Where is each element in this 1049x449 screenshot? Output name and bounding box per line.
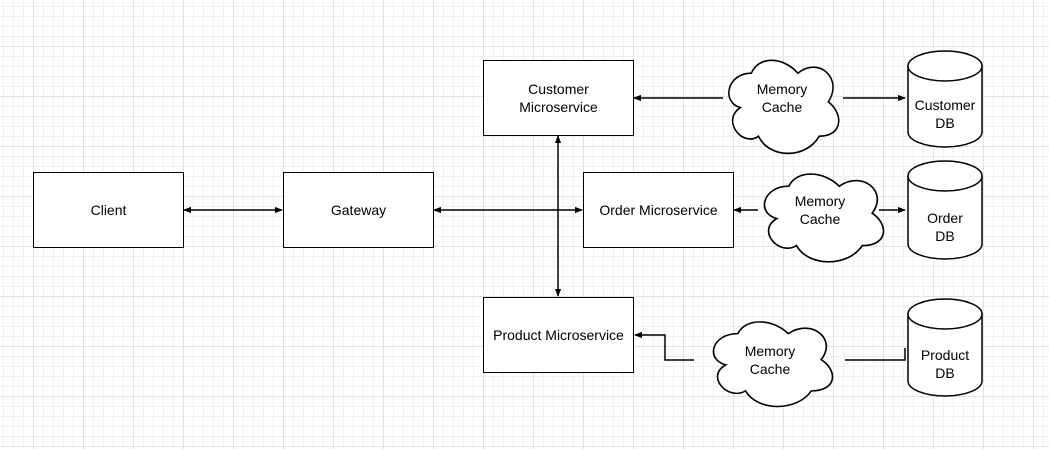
customer-service-label: Customer Microservice [519, 81, 598, 115]
order-db-label: Order DB [927, 210, 963, 244]
gateway-box[interactable]: Gateway [283, 172, 434, 248]
customer-db-cylinder [907, 50, 983, 148]
edge-product-cache-service [634, 331, 694, 361]
product-service-label: Product Microservice [493, 327, 624, 343]
customer-service-box[interactable]: Customer Microservice [483, 60, 634, 136]
customer-cache-label: Memory Cache [756, 81, 808, 115]
customer-db-label: Customer DB [914, 97, 976, 131]
edge-product-cache-db [845, 348, 906, 361]
order-cache-label: Memory Cache [794, 193, 846, 227]
client-label: Client [90, 202, 127, 218]
order-service-label: Order Microservice [599, 202, 718, 218]
gateway-label: Gateway [330, 202, 387, 218]
product-db-cylinder [907, 298, 983, 397]
order-cache-cloud [763, 173, 885, 263]
product-cache-cloud [712, 321, 834, 408]
product-db-label: Product DB [920, 347, 970, 381]
client-box[interactable]: Client [33, 172, 184, 248]
customer-cache-cloud [728, 59, 840, 155]
product-cache-label: Memory Cache [744, 343, 796, 377]
order-db-cylinder [907, 160, 983, 260]
product-service-box[interactable]: Product Microservice [483, 297, 634, 373]
order-service-box[interactable]: Order Microservice [583, 172, 734, 248]
